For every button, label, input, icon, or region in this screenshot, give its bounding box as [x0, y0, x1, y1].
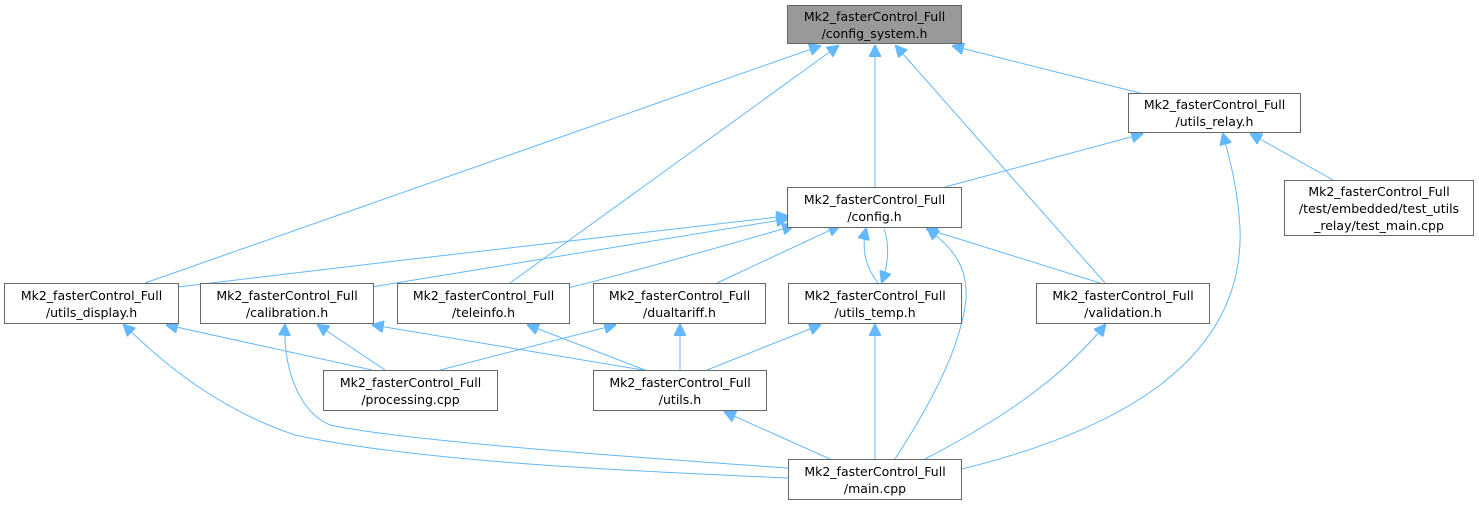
edge-dualtariff-to-config — [716, 226, 839, 284]
node-config-h[interactable]: Mk2_fasterControl_Full /config.h — [787, 187, 962, 228]
node-calibration-h[interactable]: Mk2_fasterControl_Full /calibration.h — [200, 283, 374, 324]
node-teleinfo-h[interactable]: Mk2_fasterControl_Full /teleinfo.h — [397, 283, 570, 324]
node-config-system-h: Mk2_fasterControl_Full /config_system.h — [787, 5, 962, 44]
node-teleinfo-h-line-1: Mk2_fasterControl_Full — [412, 287, 555, 303]
node-main-cpp-line-1: Mk2_fasterControl_Full — [804, 463, 946, 479]
edge-teleinfo-to-config — [567, 226, 793, 289]
edge-layer — [124, 46, 1334, 479]
node-utils-display-h-line-2: /utils_display.h — [45, 304, 138, 320]
node-utils-temp-h[interactable]: Mk2_fasterControl_Full /utils_temp.h — [788, 283, 962, 324]
node-dualtariff-h-line-1: Mk2_fasterControl_Full — [608, 287, 751, 303]
node-utils-temp-h-line-1: Mk2_fasterControl_Full — [804, 287, 946, 303]
edge-main-to-calibration — [285, 325, 789, 469]
node-utils-h-line-2: /utils.h — [658, 391, 702, 407]
edge-utils-temp-to-config — [864, 229, 879, 284]
node-utils-h-line-1: Mk2_fasterControl_Full — [609, 374, 751, 390]
node-utils-relay-h-line-1: Mk2_fasterControl_Full — [1143, 97, 1286, 112]
edge-utils-display-to-config — [177, 216, 787, 288]
node-utils-display-h[interactable]: Mk2_fasterControl_Full /utils_display.h — [4, 283, 179, 324]
node-utils-relay-h[interactable]: Mk2_fasterControl_Full /utils_relay.h — [1128, 93, 1301, 133]
edge-teleinfo-to-config-system — [509, 46, 838, 284]
node-utils-temp-h-line-2: /utils_temp.h — [834, 304, 916, 320]
node-processing-cpp[interactable]: Mk2_fasterControl_Full /processing.cpp — [323, 370, 498, 411]
node-test-main-cpp-line-3: _relay/test_main.cpp — [1314, 217, 1444, 233]
edge-main-to-utils-display — [124, 325, 789, 479]
node-test-main-cpp-line-2: /test/embedded/test_utils — [1298, 200, 1460, 216]
node-config-h-line-1: Mk2_fasterControl_Full — [803, 191, 946, 207]
node-main-cpp-line-2: /main.cpp — [843, 480, 907, 496]
node-processing-cpp-line-2: /processing.cpp — [361, 391, 460, 407]
edge-utils-to-utils-temp — [706, 325, 820, 371]
edge-config-to-utils-temp — [882, 228, 888, 282]
edge-utils-to-teleinfo — [528, 325, 646, 371]
node-test-main-cpp-line-1: Mk2_fasterControl_Full — [1308, 183, 1450, 199]
edge-config-to-utils-relay — [944, 134, 1142, 188]
edge-utils-to-calibration — [373, 325, 644, 371]
edge-utils-relay-to-config-system — [953, 46, 1141, 94]
node-dualtariff-h[interactable]: Mk2_fasterControl_Full /dualtariff.h — [593, 283, 766, 324]
node-config-system-h-line-1: Mk2_fasterControl_Full — [803, 8, 946, 24]
edge-main-to-config — [894, 229, 967, 460]
edge-calibration-to-config — [371, 219, 787, 288]
node-validation-h-line-2: /validation.h — [1084, 304, 1162, 320]
node-calibration-h-line-1: Mk2_fasterControl_Full — [216, 287, 358, 303]
node-calibration-h-line-2: /calibration.h — [245, 304, 329, 320]
node-utils-relay-h-line-2: /utils_relay.h — [1175, 114, 1254, 129]
node-teleinfo-h-line-2: /teleinfo.h — [451, 304, 516, 320]
edge-processing-to-dualtariff — [439, 325, 615, 371]
edge-processing-to-calibration — [318, 325, 386, 371]
node-config-system-h-line-2: /config_system.h — [821, 25, 928, 41]
edge-validation-to-config — [927, 229, 1101, 284]
edge-validation-to-config-system — [896, 46, 1106, 284]
edge-main-to-validation — [924, 325, 1105, 460]
edge-utils-display-to-config-system — [144, 46, 820, 284]
edge-main-to-utils-relay — [961, 134, 1241, 470]
node-utils-h[interactable]: Mk2_fasterControl_Full /utils.h — [593, 370, 767, 411]
node-processing-cpp-line-1: Mk2_fasterControl_Full — [339, 374, 482, 390]
edge-test-main-to-utils-relay — [1251, 134, 1334, 181]
node-main-cpp[interactable]: Mk2_fasterControl_Full /main.cpp — [788, 459, 962, 500]
node-utils-display-h-line-1: Mk2_fasterControl_Full — [20, 287, 163, 303]
edge-main-to-utils — [725, 412, 831, 460]
node-dualtariff-h-line-2: /dualtariff.h — [643, 304, 716, 320]
node-validation-h-line-1: Mk2_fasterControl_Full — [1052, 287, 1194, 303]
edge-processing-to-utils-display — [167, 325, 373, 371]
node-validation-h[interactable]: Mk2_fasterControl_Full /validation.h — [1036, 283, 1210, 324]
node-config-h-line-2: /config.h — [847, 208, 902, 224]
node-test-main-cpp[interactable]: Mk2_fasterControl_Full /test/embedded/te… — [1284, 180, 1474, 236]
